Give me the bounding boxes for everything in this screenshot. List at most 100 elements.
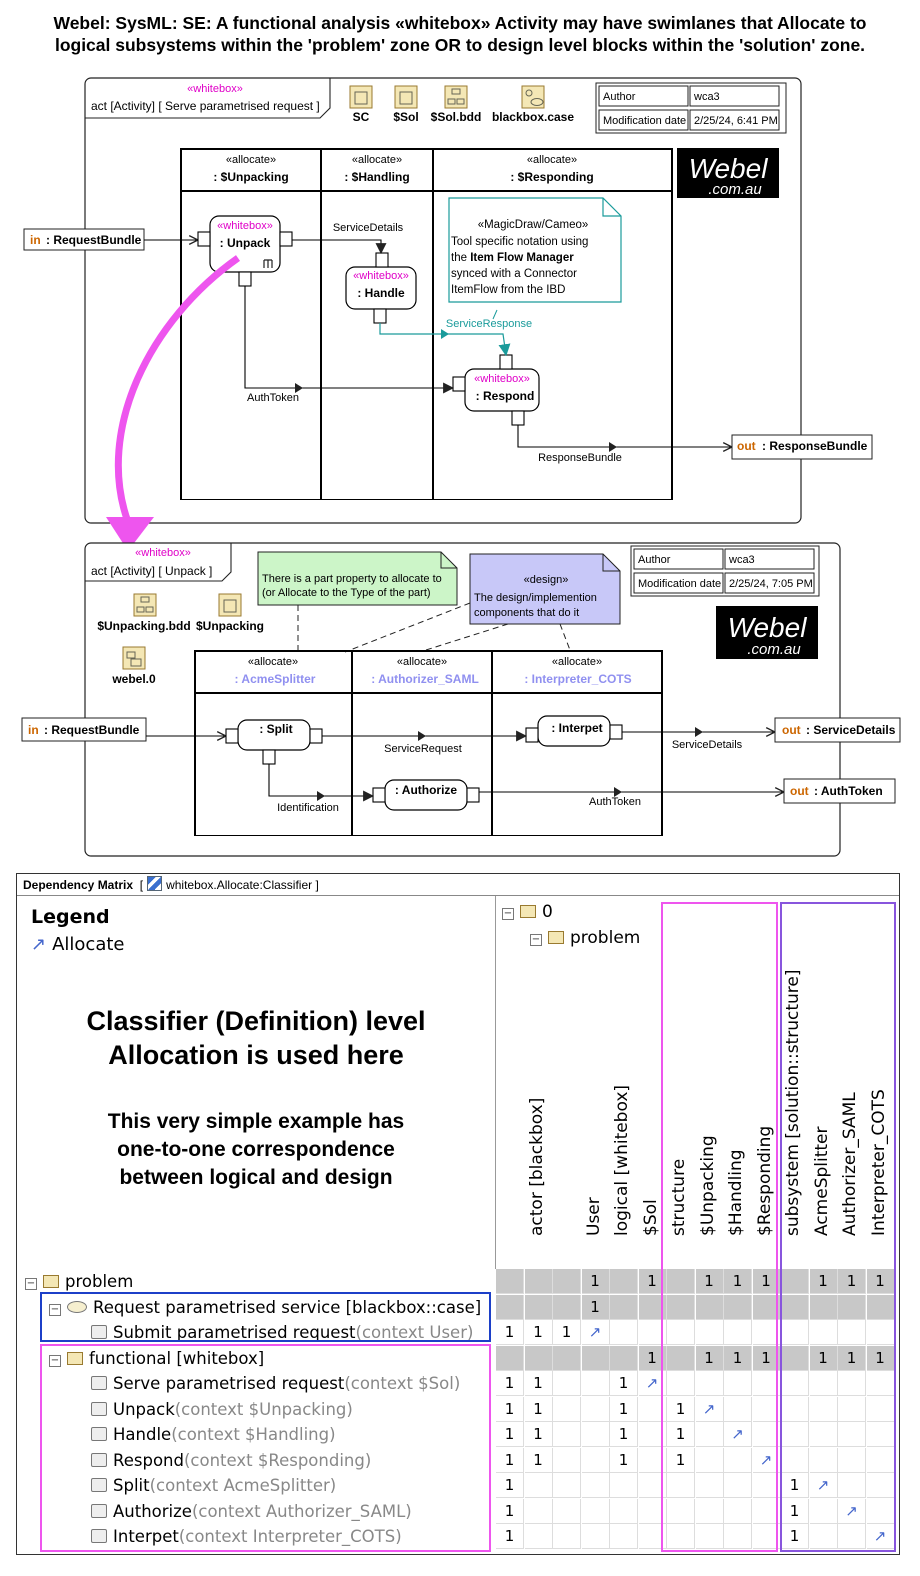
matrix-cell[interactable]	[809, 1294, 838, 1320]
matrix-cell[interactable]: ↗	[638, 1371, 667, 1396]
diagram-link-blackbox-case[interactable]: blackbox.case	[492, 85, 574, 124]
matrix-row-1[interactable]: −Request parametrised service [blackbox:…	[17, 1295, 495, 1320]
matrix-cell[interactable]	[724, 1524, 752, 1549]
matrix-cell[interactable]	[695, 1524, 724, 1549]
flow-servicedetails[interactable]	[292, 239, 387, 255]
matrix-cell[interactable]: 1	[581, 1294, 610, 1320]
pin[interactable]	[525, 727, 539, 743]
col-group-root[interactable]: −0	[502, 902, 553, 922]
matrix-cell[interactable]	[695, 1422, 724, 1447]
matrix-cell[interactable]	[809, 1396, 838, 1422]
matrix-cell[interactable]: 1	[524, 1371, 553, 1396]
matrix-cell[interactable]	[610, 1345, 638, 1371]
matrix-row-8[interactable]: Split(context AcmeSplitter)	[17, 1473, 495, 1498]
matrix-cell[interactable]: 1	[524, 1422, 553, 1447]
column-header-0[interactable]: actor [blackbox]	[527, 896, 551, 1266]
matrix-cell[interactable]: 1	[610, 1447, 638, 1473]
matrix-row-5[interactable]: Unpack(context $Unpacking)	[17, 1397, 495, 1422]
matrix-cell[interactable]: 1	[866, 1345, 895, 1371]
matrix-cell[interactable]	[581, 1371, 610, 1396]
matrix-cell[interactable]	[581, 1524, 610, 1549]
matrix-cell[interactable]	[809, 1447, 838, 1473]
matrix-cell[interactable]	[667, 1294, 695, 1320]
matrix-cell[interactable]	[610, 1524, 638, 1549]
pin[interactable]	[225, 728, 239, 744]
matrix-cell[interactable]	[781, 1422, 809, 1447]
matrix-cell[interactable]	[838, 1396, 866, 1422]
collapse-icon[interactable]: −	[25, 1278, 37, 1290]
matrix-cell[interactable]: 1	[695, 1345, 724, 1371]
matrix-cell[interactable]	[695, 1371, 724, 1396]
matrix-cell[interactable]	[553, 1498, 581, 1524]
matrix-cell[interactable]: 1	[553, 1320, 581, 1345]
matrix-cell[interactable]	[695, 1473, 724, 1498]
matrix-cell[interactable]: ↗	[695, 1396, 724, 1422]
matrix-row-4[interactable]: Serve parametrised request(context $Sol)	[17, 1371, 495, 1396]
matrix-row-0[interactable]: −problem	[17, 1269, 495, 1294]
matrix-cell[interactable]	[638, 1498, 667, 1524]
matrix-cell[interactable]	[724, 1371, 752, 1396]
matrix-cell[interactable]	[638, 1447, 667, 1473]
matrix-cell[interactable]	[553, 1447, 581, 1473]
matrix-cell[interactable]: 1	[781, 1473, 809, 1498]
matrix-cell[interactable]	[724, 1447, 752, 1473]
matrix-cell[interactable]: 1	[581, 1269, 610, 1294]
action-authorize[interactable]: : Authorize	[384, 779, 468, 811]
matrix-cell[interactable]	[809, 1371, 838, 1396]
matrix-cell[interactable]: 1	[667, 1396, 695, 1422]
matrix-cell[interactable]	[667, 1473, 695, 1498]
matrix-cell[interactable]	[610, 1473, 638, 1498]
matrix-cell[interactable]	[496, 1345, 524, 1371]
pin[interactable]	[279, 231, 293, 247]
matrix-cell[interactable]: 1	[724, 1269, 752, 1294]
matrix-row-2[interactable]: Submit parametrised request(context User…	[17, 1320, 495, 1345]
matrix-cell[interactable]	[724, 1320, 752, 1345]
matrix-cell[interactable]: 1	[496, 1320, 524, 1345]
diagram-link-sol-bdd[interactable]: $Sol.bdd	[431, 85, 482, 124]
matrix-cell[interactable]	[524, 1294, 553, 1320]
matrix-row-6[interactable]: Handle(context $Handling)	[17, 1422, 495, 1447]
action-unpack[interactable]: «whitebox» : Unpack	[209, 215, 281, 273]
parameter-out-servicedetails[interactable]: out : ServiceDetails	[774, 717, 901, 743]
matrix-cell[interactable]	[695, 1294, 724, 1320]
matrix-cell[interactable]	[724, 1294, 752, 1320]
action-interpet[interactable]: : Interpet	[537, 715, 611, 747]
parameter-in-requestbundle[interactable]: in : RequestBundle	[21, 717, 147, 742]
flow-authtoken[interactable]	[244, 286, 455, 394]
matrix-cell[interactable]	[524, 1473, 553, 1498]
matrix-cell[interactable]	[838, 1320, 866, 1345]
diagram-link-unpacking[interactable]: $Unpacking	[196, 593, 264, 633]
matrix-cell[interactable]	[581, 1498, 610, 1524]
matrix-cell[interactable]: 1	[667, 1422, 695, 1447]
action-split[interactable]: : Split	[237, 719, 311, 751]
matrix-cell[interactable]: 1	[809, 1345, 838, 1371]
parameter-out-responsebundle[interactable]: out : ResponseBundle	[731, 434, 873, 460]
matrix-cell[interactable]	[581, 1396, 610, 1422]
matrix-cell[interactable]: 1	[496, 1473, 524, 1498]
matrix-cell[interactable]: ↗	[838, 1498, 866, 1524]
matrix-cell[interactable]	[638, 1473, 667, 1498]
matrix-cell[interactable]: 1	[496, 1371, 524, 1396]
matrix-cell[interactable]	[667, 1498, 695, 1524]
matrix-cell[interactable]: 1	[809, 1269, 838, 1294]
collapse-icon[interactable]: −	[49, 1303, 61, 1316]
matrix-cell[interactable]	[781, 1371, 809, 1396]
matrix-cell[interactable]: 1	[524, 1320, 553, 1345]
matrix-cell[interactable]	[667, 1269, 695, 1294]
flow-identification[interactable]	[268, 764, 375, 802]
matrix-cell[interactable]: 1	[496, 1524, 524, 1549]
matrix-cell[interactable]	[781, 1447, 809, 1473]
matrix-cell[interactable]	[838, 1371, 866, 1396]
matrix-cell[interactable]	[781, 1396, 809, 1422]
matrix-cell[interactable]	[496, 1294, 524, 1320]
parameter-out-authtoken[interactable]: out : AuthToken	[783, 778, 896, 804]
matrix-cell[interactable]	[553, 1294, 581, 1320]
matrix-cell[interactable]: 1	[610, 1396, 638, 1422]
matrix-cell[interactable]: ↗	[724, 1422, 752, 1447]
pin[interactable]	[197, 231, 211, 247]
matrix-cell[interactable]	[809, 1320, 838, 1345]
parameter-in-requestbundle[interactable]: in : RequestBundle	[23, 228, 145, 251]
matrix-cell[interactable]	[638, 1396, 667, 1422]
matrix-cell[interactable]	[553, 1345, 581, 1371]
matrix-cell[interactable]	[524, 1269, 553, 1294]
